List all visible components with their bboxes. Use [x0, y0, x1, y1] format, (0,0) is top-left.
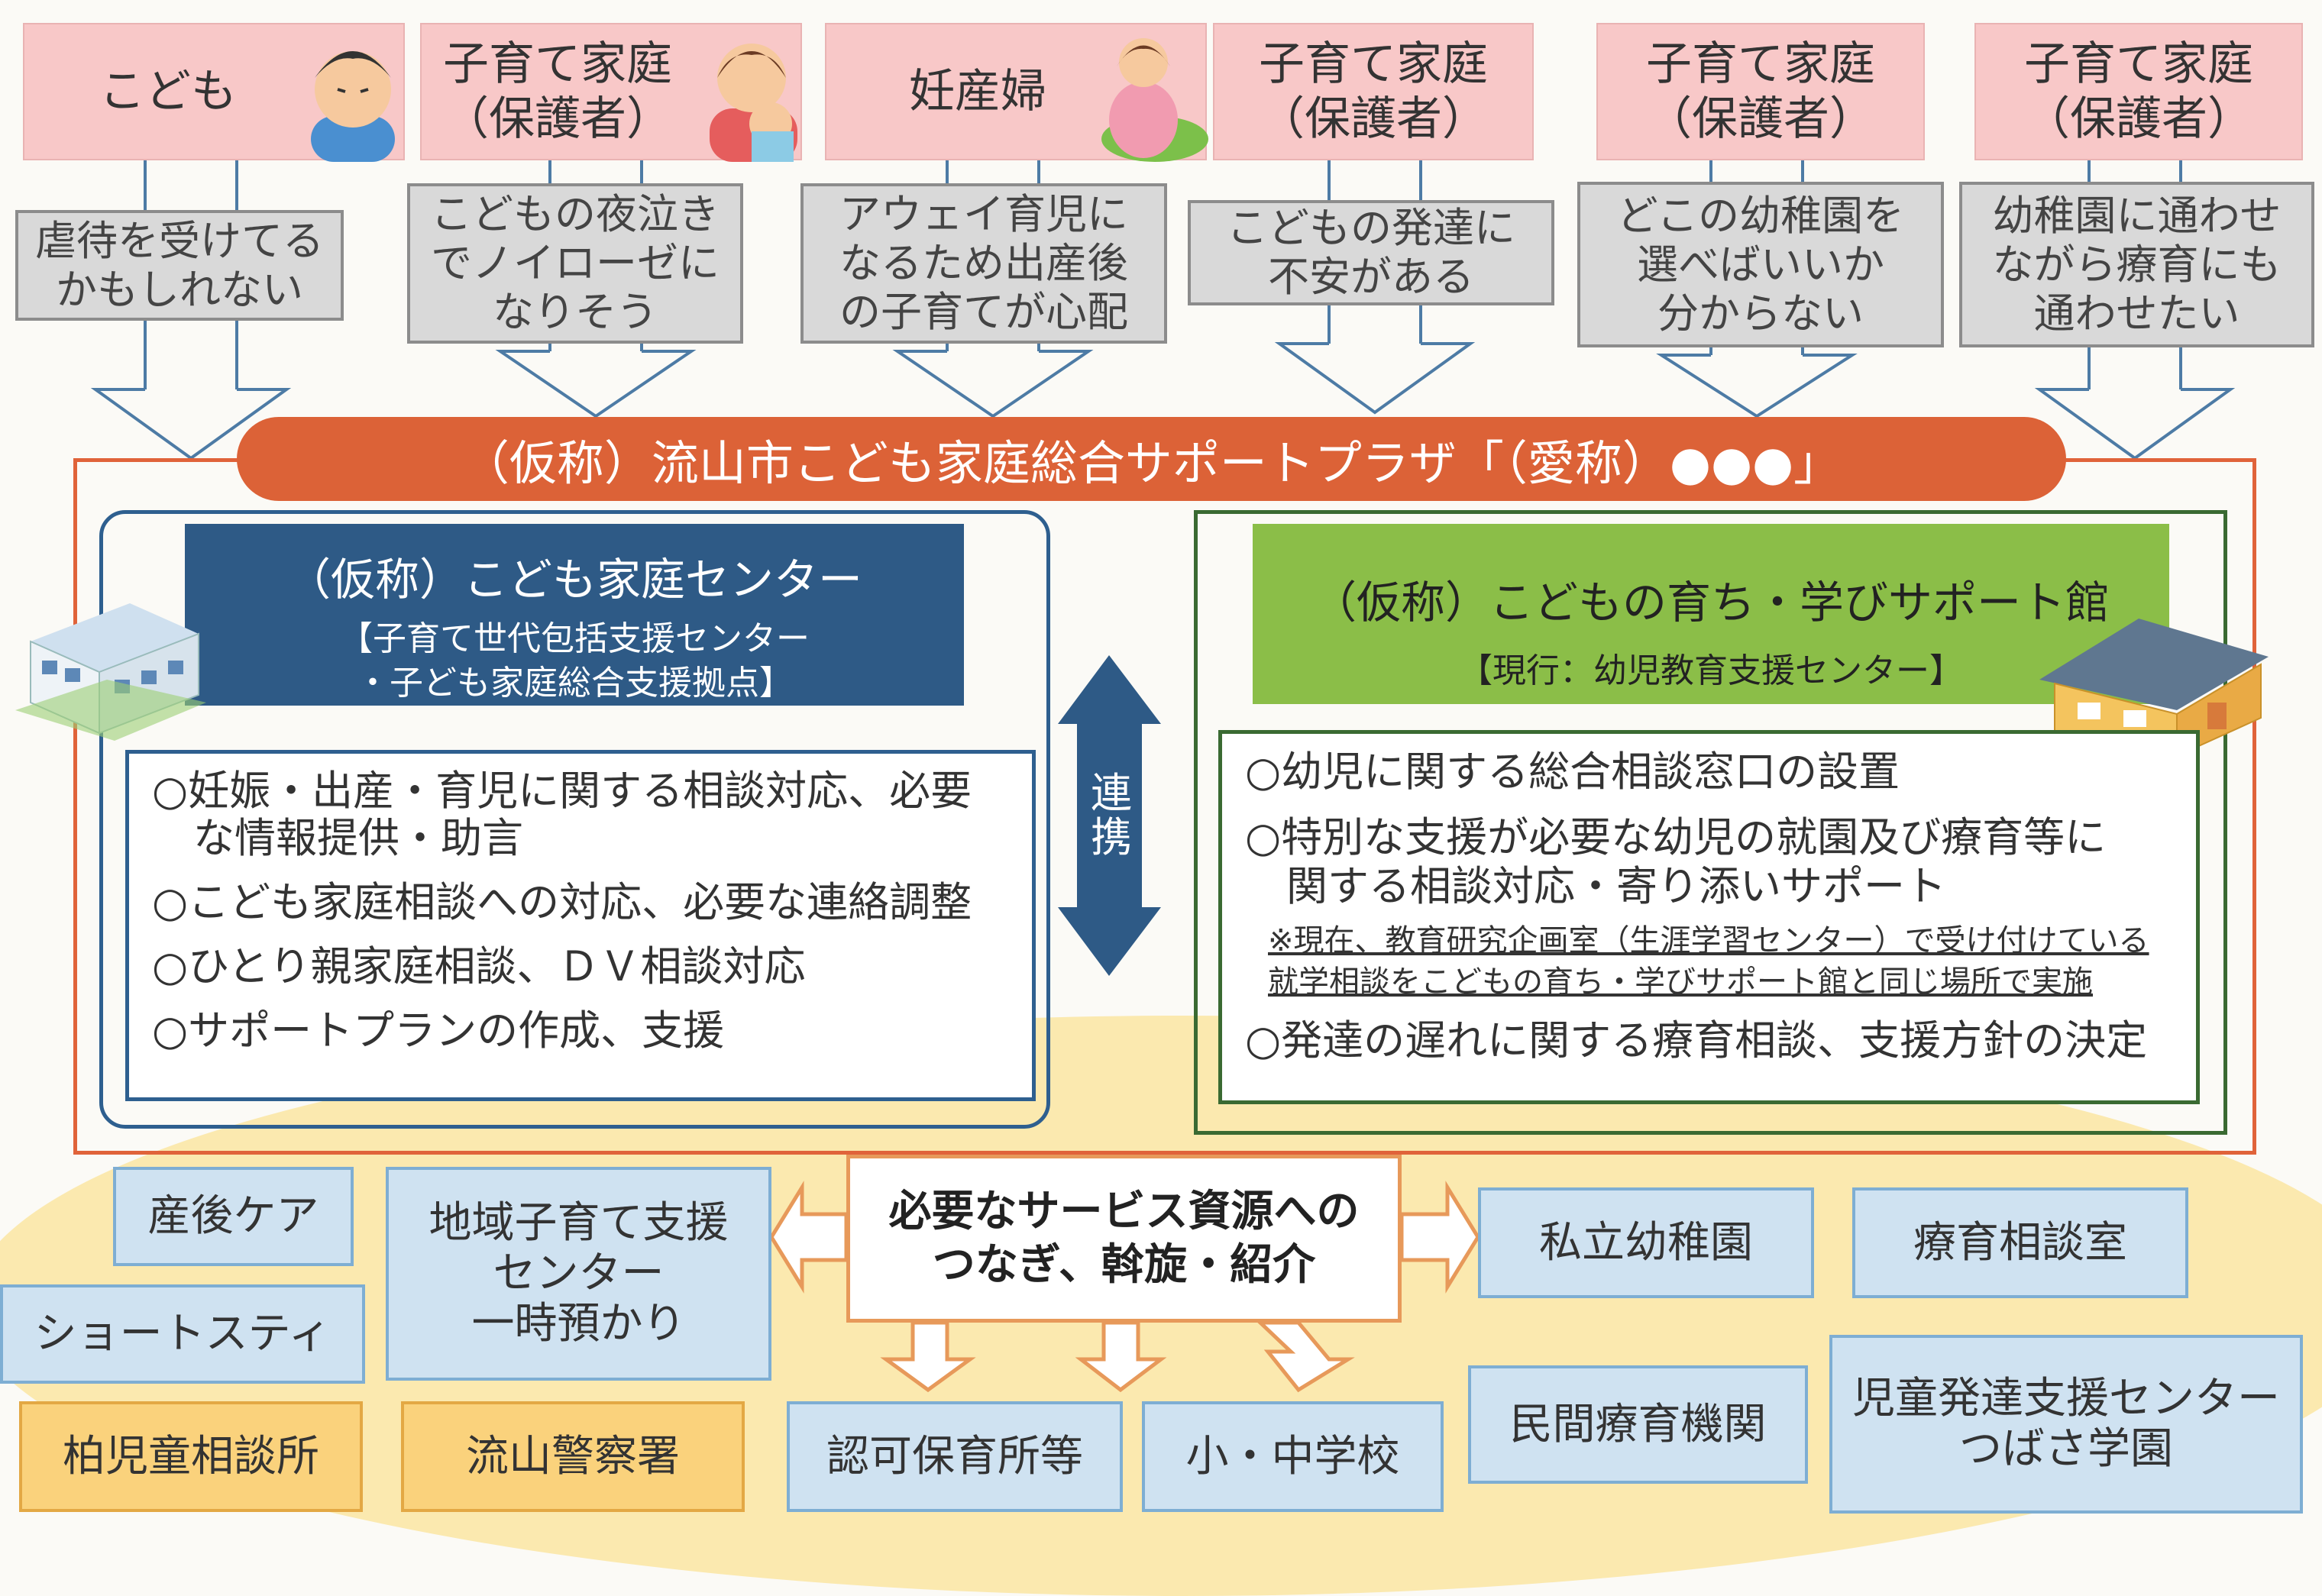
user-label: 子育て家庭 （保護者）: [2024, 37, 2253, 146]
building-illustration-icon: [15, 603, 206, 741]
resource-arrows: [769, 1181, 1480, 1393]
resource-therapy-consultation: 療育相談室: [1852, 1187, 2188, 1298]
tired-parent-illustration-icon: [710, 44, 797, 162]
concern-box-child: 虐待を受けてる かもしれない: [15, 210, 344, 321]
concern-box-parent-2: こどもの発達に 不安がある: [1188, 200, 1554, 305]
concern-text: 虐待を受けてる かもしれない: [35, 216, 324, 314]
support-hall-title-box: （仮称）こどもの育ち・学びサポート館 【現行：幼児教育支援センター】: [1253, 524, 2169, 704]
service-note: ※現在、教育研究企画室（生涯学習センター）で受け付けている 就学相談をこどもの育…: [1268, 923, 2149, 1000]
child-illustration-icon: [311, 51, 395, 162]
link-double-arrow-icon: [1058, 655, 1161, 976]
pregnant-woman-illustration-icon: [1101, 38, 1208, 162]
resource-kashiwa-child-guidance: 柏児童相談所: [19, 1401, 363, 1512]
concern-box-parent-4: 幼稚園に通わせ ながら療育にも 通わせたい: [1959, 182, 2314, 347]
support-hall-title: （仮称）こどもの育ち・学びサポート館: [1311, 577, 2110, 628]
resource-private-therapy: 民間療育機関: [1468, 1365, 1808, 1484]
resource-nursery: 認可保育所等: [787, 1401, 1123, 1512]
family-center-title-box: （仮称）こども家庭センター 【子育て世代包括支援センター ・子ども家庭総合支援拠…: [185, 524, 964, 706]
resource-private-kindergarten: 私立幼稚園: [1478, 1187, 1814, 1298]
user-label: 妊産婦: [909, 65, 1046, 118]
resource-regional-support-center: 地域子育て支援 センター 一時預かり: [386, 1167, 771, 1381]
resource-postpartum-care: 産後ケア: [113, 1167, 354, 1266]
concern-box-pregnant: アウェイ育児に なるため出産後 の子育てが心配: [800, 183, 1167, 344]
user-label: こども: [99, 65, 237, 118]
concern-text: 幼稚園に通わせ ながら療育にも 通わせたい: [1992, 191, 2282, 338]
service-item: ○発達の遅れに関する療育相談、支援方針の決定: [1245, 1016, 2148, 1065]
resource-short-stay: ショートスティ: [0, 1284, 365, 1384]
user-box-parent-2: 子育て家庭 （保護者）: [1213, 23, 1534, 160]
concern-box-parent-1: こどもの夜泣き でノイローゼに なりそう: [407, 183, 743, 344]
service-item: ○幼児に関する総合相談窓口の設置: [1245, 748, 1900, 796]
service-item: ○ひとり親家庭相談、ＤＶ相談対応: [152, 942, 806, 990]
resource-nagareyama-police: 流山警察署: [401, 1401, 745, 1512]
support-hall-services: ○幼児に関する総合相談窓口の設置 ○特別な支援が必要な幼児の就園及び療育等に 関…: [1218, 730, 2200, 1104]
service-item: ○サポートプランの作成、支援: [152, 1006, 725, 1055]
user-label: 子育て家庭 （保護者）: [1646, 37, 1875, 146]
concern-text: こどもの夜泣き でノイローゼに なりそう: [431, 190, 720, 336]
support-hall-subtitle: 【現行：幼児教育支援センター】: [1459, 651, 1963, 690]
service-item: ○妊娠・出産・育児に関する相談対応、必要 な情報提供・助言: [152, 767, 972, 862]
family-center-title: （仮称）こども家庭センター: [286, 554, 862, 606]
user-label: 子育て家庭 （保護者）: [443, 37, 672, 146]
concern-text: どこの幼稚園を 選べばいいか 分からない: [1616, 191, 1905, 338]
link-label: 連 携: [1091, 769, 1132, 861]
resource-tsubasa-center: 児童発達支援センター つばさ学園: [1829, 1335, 2303, 1514]
user-box-parent-1: 子育て家庭 （保護者）: [420, 23, 802, 162]
family-center-services: ○妊娠・出産・育児に関する相談対応、必要 な情報提供・助言 ○こども家庭相談への…: [125, 750, 1036, 1101]
family-center-subtitle: 【子育て世代包括支援センター ・子ども家庭総合支援拠点】: [339, 619, 810, 703]
support-hall-frame: [1194, 510, 2227, 1135]
service-item: ○こども家庭相談への対応、必要な連絡調整: [152, 878, 972, 926]
user-box-child: こども: [23, 23, 405, 162]
resource-schools: 小・中学校: [1142, 1401, 1444, 1512]
concern-box-parent-3: どこの幼稚園を 選べばいいか 分からない: [1577, 182, 1944, 347]
resource-referral-hub: 必要なサービス資源への つなぎ、斡旋・紹介: [846, 1155, 1402, 1323]
user-box-pregnant: 妊産婦: [825, 23, 1208, 162]
user-box-parent-4: 子育て家庭 （保護者）: [1974, 23, 2303, 160]
plaza-banner: （仮称）流山市こども家庭総合サポートプラザ「（愛称）●●●」: [237, 417, 2066, 501]
concern-text: こどもの発達に 不安がある: [1227, 204, 1515, 301]
user-label: 子育て家庭 （保護者）: [1259, 37, 1488, 146]
user-box-parent-3: 子育て家庭 （保護者）: [1596, 23, 1925, 160]
concern-text: アウェイ育児に なるため出産後 の子育てが心配: [839, 190, 1128, 336]
family-center-frame: [99, 510, 1050, 1129]
service-item: ○特別な支援が必要な幼児の就園及び療育等に 関する相談対応・寄り添いサポート: [1245, 813, 2107, 910]
